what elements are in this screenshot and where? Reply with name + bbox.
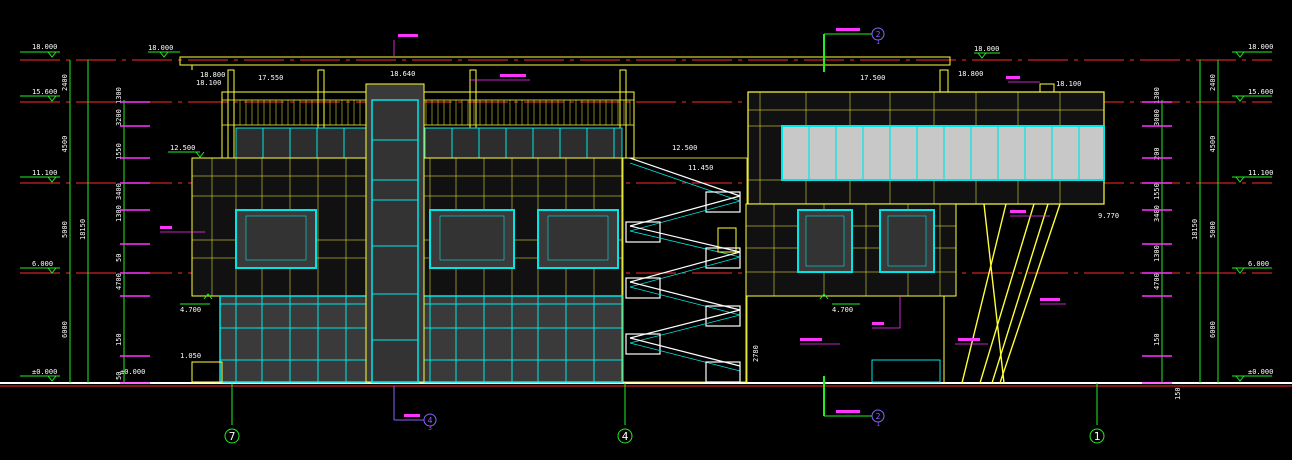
inner-dim-R-3: 1550 <box>1153 183 1161 200</box>
elev-12500-stair: 12.500 <box>672 144 697 152</box>
elev-11450: 11.450 <box>688 164 713 172</box>
outer-dim-R-1: 4500 <box>1209 136 1217 153</box>
inner-dim-R-2: 200 <box>1153 147 1161 160</box>
svg-text:2: 2 <box>876 30 881 39</box>
elev-4700-left: 4.700 <box>180 306 201 314</box>
svg-text:3: 3 <box>428 425 432 432</box>
elev-1050: 1.050 <box>180 352 201 360</box>
right-block <box>745 69 1105 384</box>
inner-dim-R-4: 3400 <box>1153 205 1161 222</box>
elev-9770: 9.770 <box>1098 212 1119 220</box>
axis-bubble-7: 7 <box>224 428 240 444</box>
svg-text:2: 2 <box>876 412 881 421</box>
level-label-left-3: 6.000 <box>32 260 53 268</box>
left-dimension-chain: 2400 4500 5000 6000 18150 1300 3200 1550 3400 130… <box>61 60 125 383</box>
inner-dim-L-3: 3400 <box>115 183 123 200</box>
detail-callout-left: 4 3 <box>393 386 437 432</box>
external-staircase <box>622 157 748 383</box>
inner-dim-R-0: 1300 <box>1153 87 1161 104</box>
outer-dim-R-0: 2400 <box>1209 74 1217 91</box>
inner-dim-L-5: 50 <box>115 254 123 262</box>
elev-roof-right: 18.000 <box>974 45 999 53</box>
elev-18800-right: 18.800 <box>958 70 983 78</box>
inner-dim-L-4: 1300 <box>115 205 123 222</box>
level-label-right-3: 6.000 <box>1248 260 1269 268</box>
level-label-right-2: 11.100 <box>1248 169 1273 177</box>
total-dim-L: 18150 <box>79 219 87 240</box>
inner-dim-R-5: 1300 <box>1153 245 1161 262</box>
axis-bubble-1: 1 <box>1089 428 1105 444</box>
bottom-right-dim: 150 <box>1174 387 1182 400</box>
outer-dim-L-2: 5000 <box>61 221 69 238</box>
level-label-right-1: 15.600 <box>1248 88 1273 96</box>
total-dim-R: 18150 <box>1191 219 1199 240</box>
inner-dim-L-0: 1300 <box>115 87 123 104</box>
door-height-dim: 2780 <box>752 345 760 362</box>
elev-18100-left: 18.100 <box>196 79 221 87</box>
elev-17500: 17.500 <box>860 74 885 82</box>
outer-dim-L-1: 4500 <box>61 136 69 153</box>
outer-dim-R-2: 5000 <box>1209 221 1217 238</box>
section-callout-bottom: 2 1 <box>823 376 885 428</box>
svg-text:7: 7 <box>229 430 236 443</box>
upper-windows <box>235 209 619 269</box>
svg-text:1: 1 <box>876 421 880 428</box>
inner-dim-L-2: 1550 <box>115 143 123 160</box>
inner-dim-L-8: 50 <box>115 372 123 380</box>
svg-text:4: 4 <box>428 416 433 425</box>
axis-bubble-4: 4 <box>617 428 633 444</box>
elev-18640: 18.640 <box>390 70 415 78</box>
level-label-left-4: ±0.000 <box>32 368 57 376</box>
elev-17550: 17.550 <box>258 74 283 82</box>
inner-dim-R-1: 3000 <box>1153 109 1161 126</box>
level-label-left-1: 15.600 <box>32 88 57 96</box>
level-label-left-2: 11.100 <box>32 169 57 177</box>
level-label-right-0: 18.000 <box>1248 43 1273 51</box>
elev-12500-left: 12.500 <box>170 144 195 152</box>
level-label-left-0: 18.000 <box>32 43 57 51</box>
svg-text:1: 1 <box>876 39 880 46</box>
right-dimension-chain: 2400 4500 5000 6000 18150 1300 3000 200 1550 3400… <box>1153 60 1219 383</box>
left-block <box>179 56 951 383</box>
outer-dim-R-3: 6000 <box>1209 321 1217 338</box>
elev-ground-left: ±0.000 <box>120 368 145 376</box>
svg-text:4: 4 <box>622 430 629 443</box>
outer-dim-L-3: 6000 <box>61 321 69 338</box>
svg-text:1: 1 <box>1094 430 1101 443</box>
inner-dim-L-1: 3200 <box>115 109 123 126</box>
elev-18800-left: 18.800 <box>200 71 225 79</box>
outer-dim-L-0: 2400 <box>61 74 69 91</box>
inner-dim-R-6: 4700 <box>1153 273 1161 290</box>
inner-dim-L-6: 4700 <box>115 273 123 290</box>
section-callout-top: 2 1 <box>823 27 885 72</box>
elev-roof-left: 18.000 <box>148 44 173 52</box>
inner-dim-L-7: 150 <box>115 333 123 346</box>
level-label-right-4: ±0.000 <box>1248 368 1273 376</box>
elev-18100-right: 18.100 <box>1056 80 1081 88</box>
inner-dim-R-7: 150 <box>1153 333 1161 346</box>
elev-4700-right: 4.700 <box>832 306 853 314</box>
